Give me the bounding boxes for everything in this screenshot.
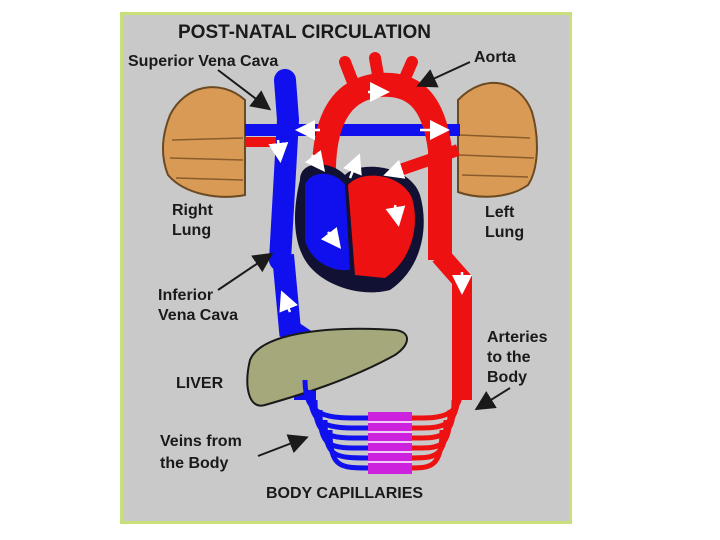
label-arteries-3: Body — [487, 369, 527, 386]
aortic-branches — [339, 52, 418, 86]
right-lung — [162, 86, 246, 198]
diagram-title: POST-NATAL CIRCULATION — [178, 22, 431, 43]
label-inferior-vena-cava-1: Inferior — [158, 287, 213, 304]
label-veins-2: the Body — [160, 455, 229, 472]
flow-arrows — [268, 82, 472, 313]
descending-aorta — [432, 248, 472, 400]
capillary-lines — [368, 421, 412, 463]
label-arteries-1: Arteries — [487, 329, 548, 346]
label-left-lung-1: Left — [485, 204, 515, 221]
body-veins — [302, 379, 371, 471]
left-lung — [457, 82, 538, 198]
label-superior-vena-cava: Superior Vena Cava — [128, 53, 278, 70]
label-aorta: Aorta — [474, 49, 516, 66]
pointer-arrows — [217, 61, 511, 457]
body-arteries — [409, 379, 465, 471]
superior-vena-cava — [269, 69, 300, 271]
label-left-lung-2: Lung — [485, 224, 524, 241]
label-veins-1: Veins from — [160, 433, 242, 450]
label-inferior-vena-cava-2: Vena Cava — [158, 307, 238, 324]
liver — [246, 327, 408, 407]
label-liver: LIVER — [176, 375, 224, 392]
heart — [295, 164, 424, 293]
label-body-capillaries: BODY CAPILLARIES — [266, 485, 423, 502]
label-right-lung-1: Right — [172, 202, 214, 219]
label-arteries-2: to the — [487, 349, 531, 366]
label-right-lung-2: Lung — [172, 222, 211, 239]
